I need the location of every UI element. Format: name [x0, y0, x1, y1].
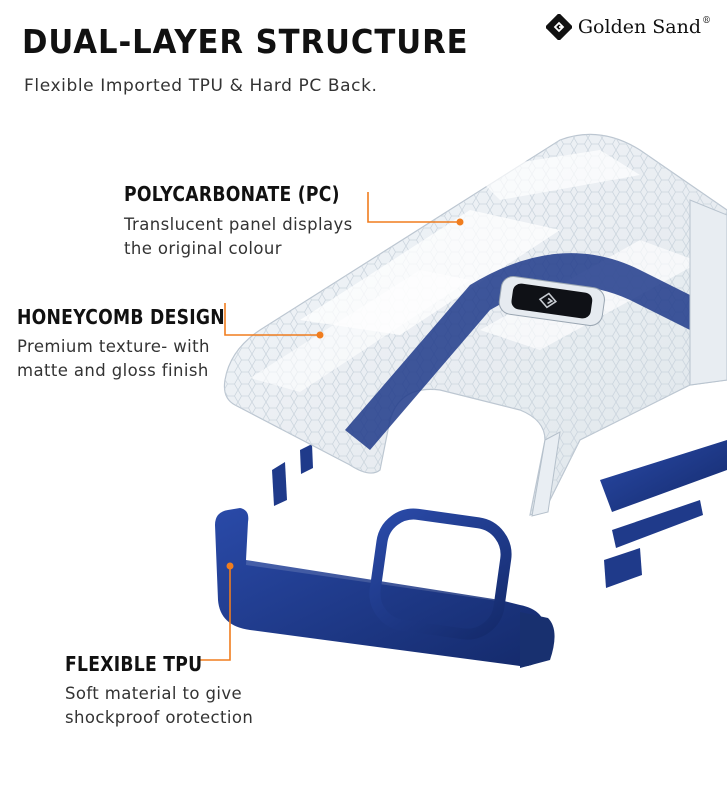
page-title: DUAL-LAYER STRUCTURE: [22, 22, 469, 61]
leader-dots: [226, 218, 464, 570]
feature-flexible-tpu: FLEXIBLE TPU Soft material to give shock…: [65, 652, 253, 730]
brand-logo: Golden Sand®: [545, 14, 711, 40]
page-subtitle: Flexible Imported TPU & Hard PC Back.: [24, 76, 378, 96]
feature-line: shockproof orotection: [65, 708, 254, 727]
feature-description: Soft material to give shockproof orotect…: [65, 682, 253, 730]
golden-sand-logo-icon: [545, 14, 572, 40]
feature-line: Premium texture- with: [17, 337, 210, 356]
feature-description: Premium texture- with matte and gloss fi…: [17, 335, 259, 383]
feature-line: the original colour: [124, 239, 282, 258]
tpu-bumper-frame: [215, 440, 727, 668]
leader-lines: [200, 192, 460, 661]
feature-heading: FLEXIBLE TPU: [65, 652, 203, 676]
feature-description: Translucent panel displays the original …: [124, 213, 375, 261]
brand-name: Golden Sand®: [577, 16, 711, 38]
polycarbonate-panel: [223, 133, 727, 517]
feature-polycarbonate: POLYCARBONATE (PC) Translucent panel dis…: [124, 182, 375, 261]
feature-line: Soft material to give: [65, 684, 243, 703]
feature-line: Translucent panel displays: [124, 215, 353, 234]
feature-heading: POLYCARBONATE (PC): [124, 182, 340, 206]
trademark-symbol: ®: [702, 16, 711, 26]
feature-line: matte and gloss finish: [17, 361, 209, 380]
feature-honeycomb: HONEYCOMB DESIGN Premium texture- with m…: [17, 305, 259, 383]
feature-heading: HONEYCOMB DESIGN: [17, 305, 225, 329]
